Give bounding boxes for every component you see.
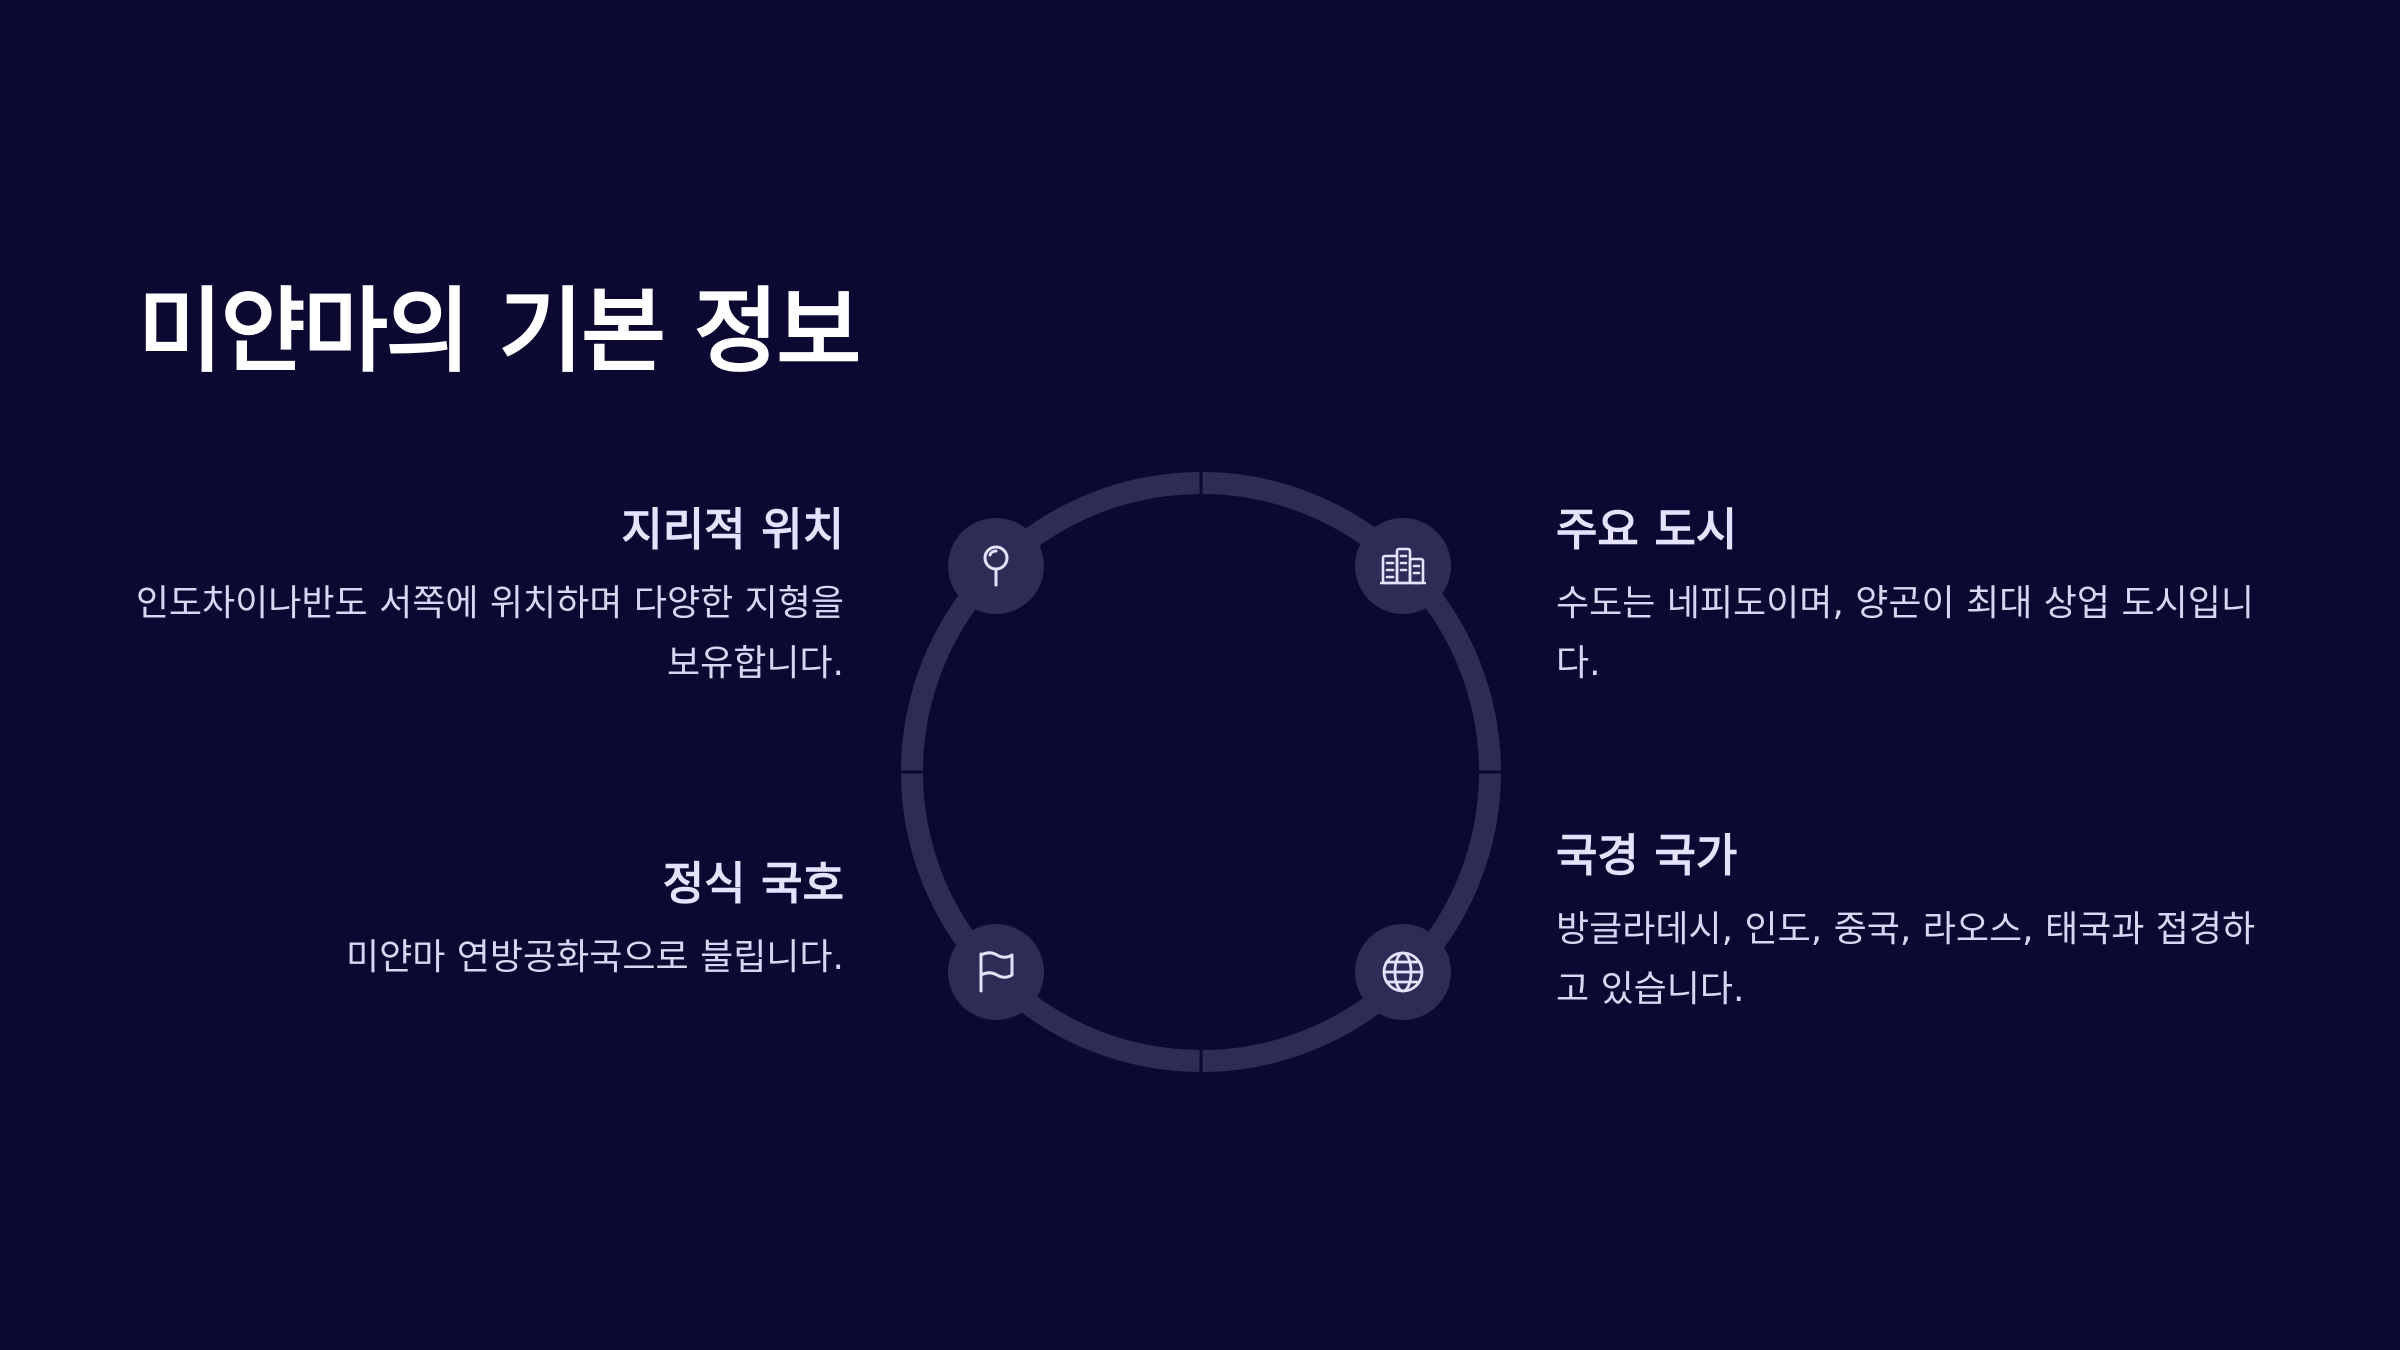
item-description: 미얀마 연방공화국으로 불립니다. [345,937,844,978]
item-bordering-countries: 국경 국가 방글라데시, 인도, 중국, 라오스, 태국과 접경하고 있습니다. [1556,826,2276,1020]
item-title: 국경 국가 [1556,829,1738,882]
item-description: 수도는 네피도이며, 양곤이 최대 상업 도시입니다. [1556,583,2254,684]
item-title: 지리적 위치 [621,503,844,556]
item-major-cities: 주요 도시 수도는 네피도이며, 양곤이 최대 상업 도시입니다. [1556,500,2276,694]
item-title: 주요 도시 [1556,503,1738,556]
item-description: 방글라데시, 인도, 중국, 라오스, 태국과 접경하고 있습니다. [1556,909,2256,1010]
item-geographic-location: 지리적 위치 인도차이나반도 서쪽에 위치하며 다양한 지형을 보유합니다. [124,500,844,694]
item-official-name: 정식 국호 미얀마 연방공화국으로 불립니다. [124,854,844,988]
buildings-icon [1355,518,1451,614]
globe-icon [1355,924,1451,1020]
map-pin-icon [948,518,1044,614]
item-title: 정식 국호 [662,857,844,910]
item-description: 인도차이나반도 서쪽에 위치하며 다양한 지형을 보유합니다. [135,583,844,684]
page-title: 미얀마의 기본 정보 [138,278,861,385]
flag-icon [948,924,1044,1020]
